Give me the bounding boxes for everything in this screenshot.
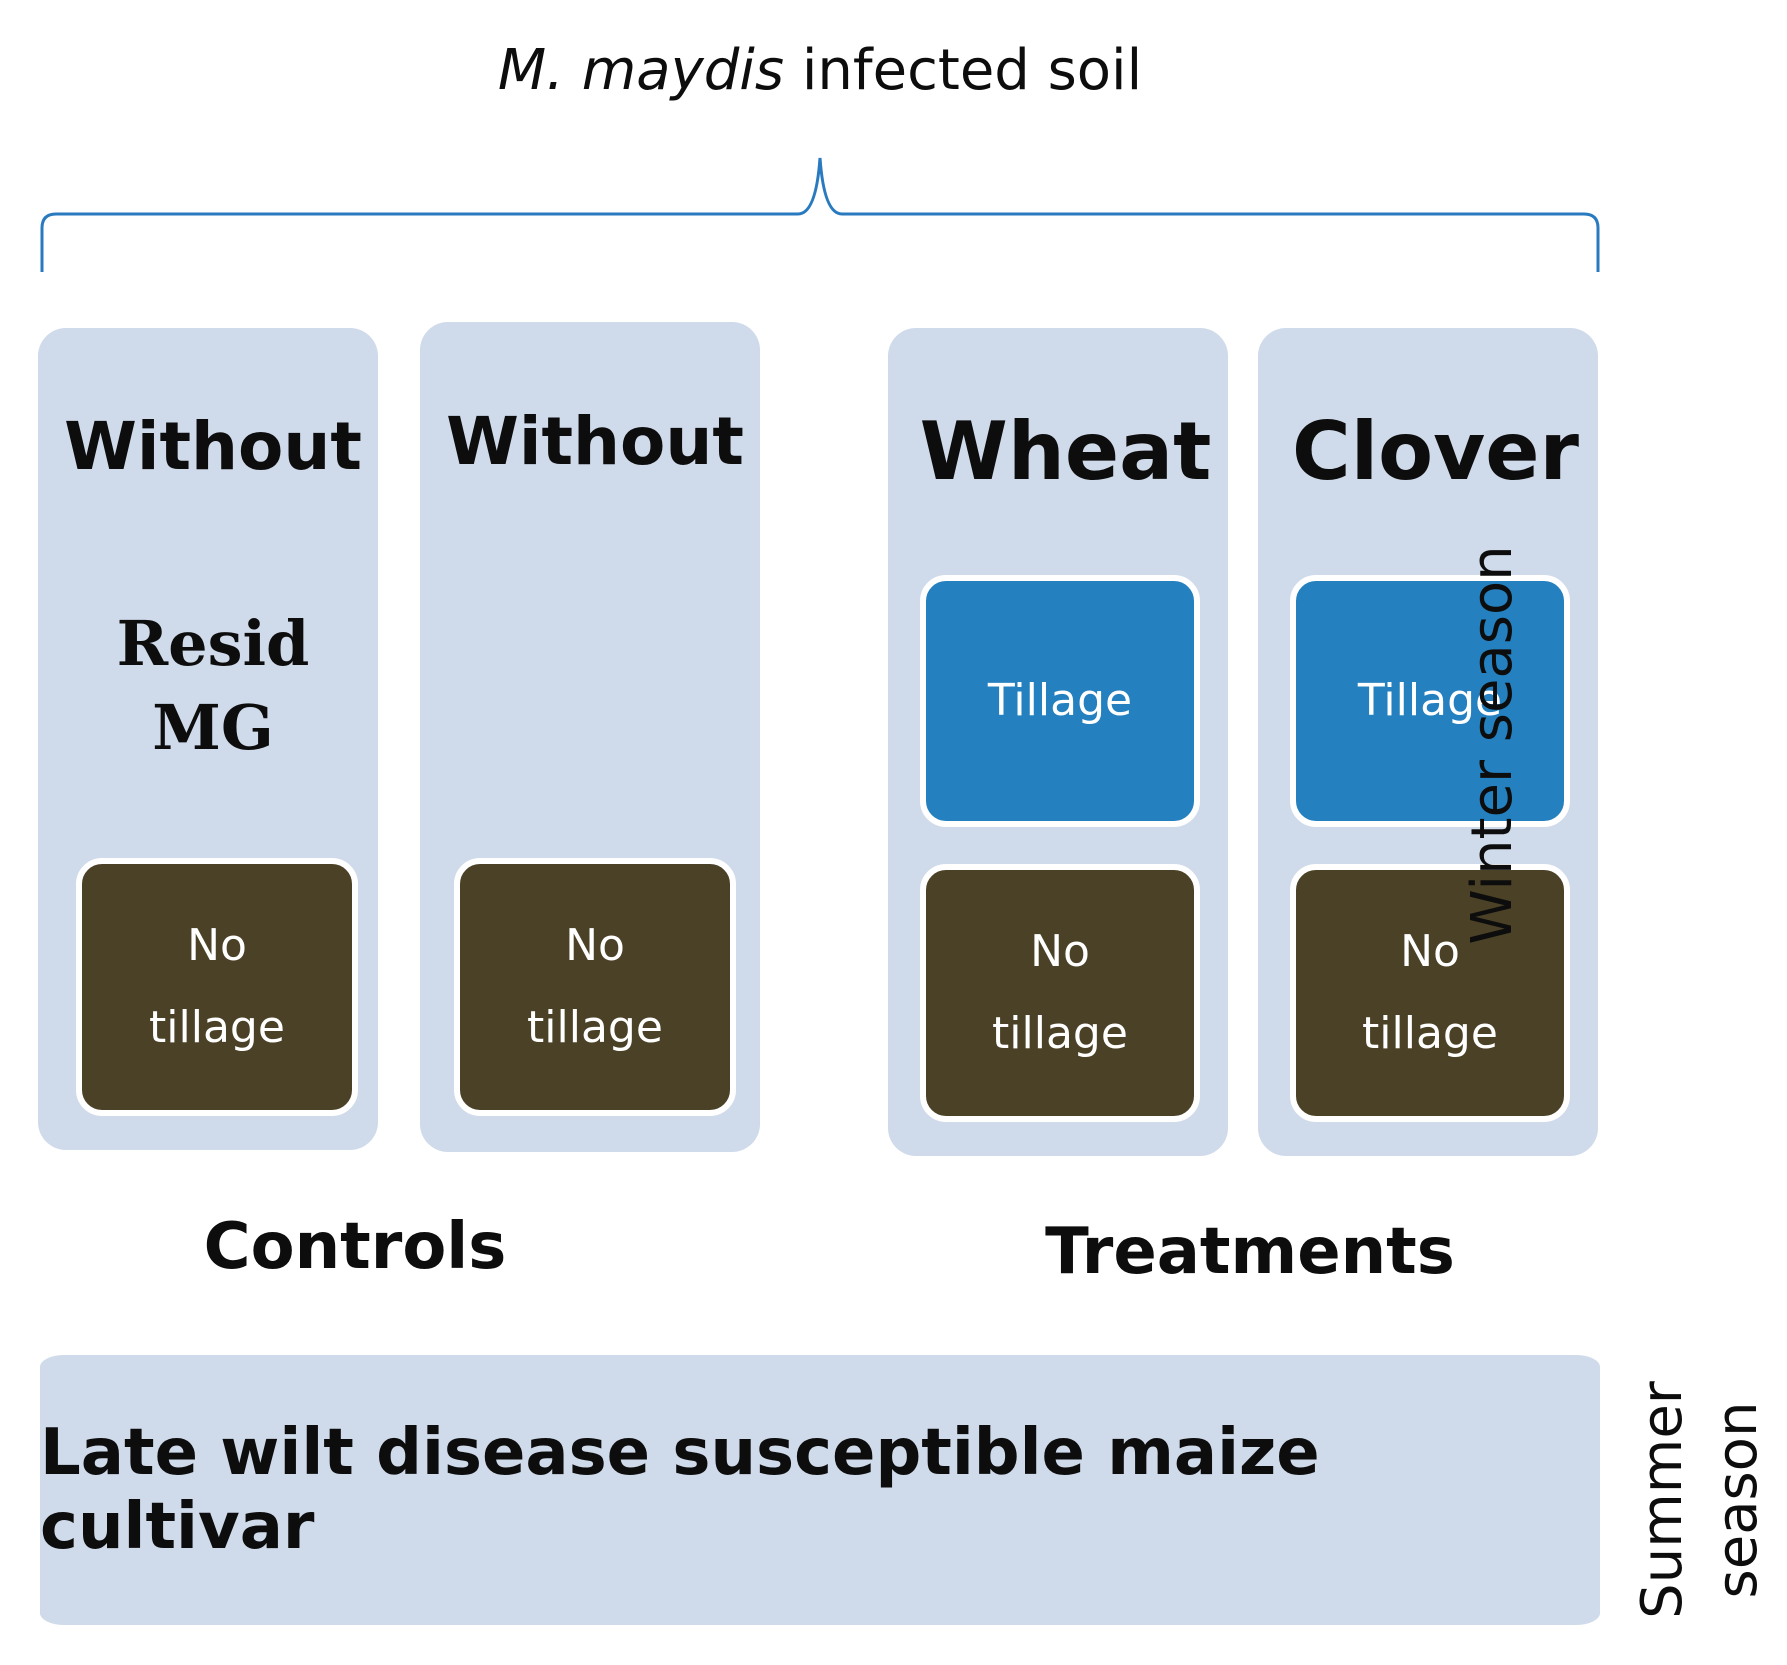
- column-heading: Without: [64, 408, 362, 485]
- no-tillage-line2: tillage: [527, 1002, 663, 1053]
- no-tillage-line1: No: [187, 920, 247, 971]
- residue-label: Resid MG: [38, 602, 388, 770]
- no-tillage-line2: tillage: [149, 1002, 285, 1053]
- summer-season-label-line2: season: [1705, 1401, 1770, 1599]
- no-tillage-line1: No: [565, 920, 625, 971]
- controls-label: Controls: [203, 1210, 507, 1284]
- tillage-box: Tillage: [920, 575, 1200, 827]
- winter-season-label: Winter season: [1460, 545, 1525, 945]
- tillage-label: Tillage: [1357, 675, 1503, 726]
- no-tillage-line2: tillage: [1362, 1008, 1498, 1059]
- title-italic: M. maydis: [497, 38, 785, 103]
- summer-season-label-line1: Summer: [1630, 1381, 1695, 1619]
- residue-line1: Resid: [116, 607, 310, 680]
- no-tillage-line1: No: [1030, 926, 1090, 977]
- column-heading: Wheat: [919, 405, 1212, 498]
- summer-crop-box: Late wilt disease susceptible maize cult…: [40, 1355, 1600, 1625]
- diagram-title: M. maydis infected soil: [0, 38, 1640, 103]
- no-tillage-box: No tillage: [454, 858, 736, 1116]
- brace-icon: [40, 157, 1600, 272]
- title-rest: infected soil: [784, 38, 1143, 103]
- column-heading: Clover: [1292, 405, 1579, 498]
- treatments-label: Treatments: [1045, 1215, 1455, 1289]
- no-tillage-line1: No: [1400, 926, 1460, 977]
- summer-crop-label: Late wilt disease susceptible maize cult…: [40, 1416, 1320, 1564]
- column-heading: Without: [446, 403, 744, 480]
- no-tillage-box: No tillage: [920, 864, 1200, 1122]
- no-tillage-line2: tillage: [992, 1008, 1128, 1059]
- tillage-label: Tillage: [987, 675, 1133, 726]
- residue-line2: MG: [152, 691, 274, 764]
- tillage-box: Tillage: [1290, 575, 1570, 827]
- no-tillage-box: No tillage: [76, 858, 358, 1116]
- no-tillage-box: No tillage: [1290, 864, 1570, 1122]
